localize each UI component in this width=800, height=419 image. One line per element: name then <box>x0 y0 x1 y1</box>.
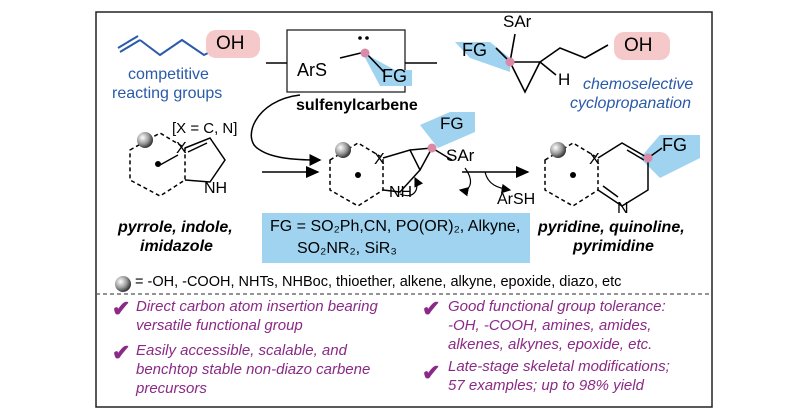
product-sar: SAr <box>503 12 532 31</box>
pentenol-oh: OH <box>216 33 245 54</box>
bullet3-line1: Easily accessible, scalable, and <box>136 342 347 359</box>
bullet3-line2: benchtop stable non-diazo carbene <box>136 361 371 378</box>
check-icon: ✔ <box>422 296 441 321</box>
prod-fg-highlight <box>640 135 700 178</box>
ball-legend: = -OH, -COOH, NHTs, NHBoc, thioether, al… <box>135 274 622 290</box>
product-oh: OH <box>624 35 653 56</box>
inter-x: X <box>374 151 385 168</box>
bullet4-line2: 57 examples; up to 98% yield <box>448 377 644 394</box>
chemo-line1: chemoselective <box>583 76 694 93</box>
carbene-ars: ArS <box>297 60 328 80</box>
carbene-label: sulfenylcarbene <box>296 97 418 114</box>
competitive-line2: reacting groups <box>112 85 223 102</box>
curved-arrow <box>250 94 322 166</box>
check-icon: ✔ <box>112 340 131 365</box>
inter-sar: SAr <box>446 146 475 165</box>
bullet2-line1: Good functional group tolerance: <box>448 298 666 315</box>
check-icon: ✔ <box>112 296 131 321</box>
bullet1-line1: Direct carbon atom insertion bearing <box>136 298 378 315</box>
products-line1: pyridine, quinoline, <box>538 219 685 236</box>
substrates-line1: pyrrole, indole, <box>118 219 233 236</box>
outer-frame <box>95 11 713 408</box>
bullet1-line2: versatile functional group <box>136 317 303 334</box>
products-line2: pyrimidine <box>573 238 654 255</box>
product-oh-highlight <box>614 32 670 60</box>
substrate-ring <box>129 132 226 197</box>
fg-def-line2: SO₂NR₂, SiR₃ <box>297 240 397 257</box>
oh-highlight <box>206 30 260 58</box>
fg-def-line1: FG = SO₂Ph,CN, PO(OR)₂, Alkyne, <box>270 218 521 235</box>
chemo-line2: cyclopropanation <box>570 95 691 112</box>
bullet2-line2: -OH, -COOH, amines, amides, <box>448 317 652 334</box>
fg-definition-box <box>262 213 530 263</box>
carbene-fg-highlight <box>362 52 412 86</box>
bullet2-line3: alkenes, alkynes, epoxide, etc. <box>448 336 653 353</box>
inter-fg-highlight <box>420 112 475 148</box>
bullet3-line3: precursors <box>136 380 207 397</box>
substrate-nh: NH <box>204 180 228 197</box>
check-icon: ✔ <box>422 360 441 385</box>
x-note: [X = C, N] <box>172 120 238 137</box>
prod-fg: FG <box>662 135 687 155</box>
product-fg-highlight <box>455 42 510 72</box>
competitive-line1: competitive <box>128 66 209 83</box>
prod-n: N <box>617 200 629 217</box>
substrate-x: X <box>176 140 187 157</box>
bullet4-line1: Late-stage skeletal modifications; <box>448 358 670 375</box>
carbene-fg: FG <box>382 66 407 86</box>
substrates-line2: imidazole <box>140 238 213 255</box>
inter-nh: NH <box>389 184 413 201</box>
product-h: H <box>558 70 571 89</box>
product-fg: FG <box>462 40 487 60</box>
prod-x: X <box>589 151 600 168</box>
arsh: ArSH <box>497 191 536 208</box>
inter-fg: FG <box>440 114 464 133</box>
